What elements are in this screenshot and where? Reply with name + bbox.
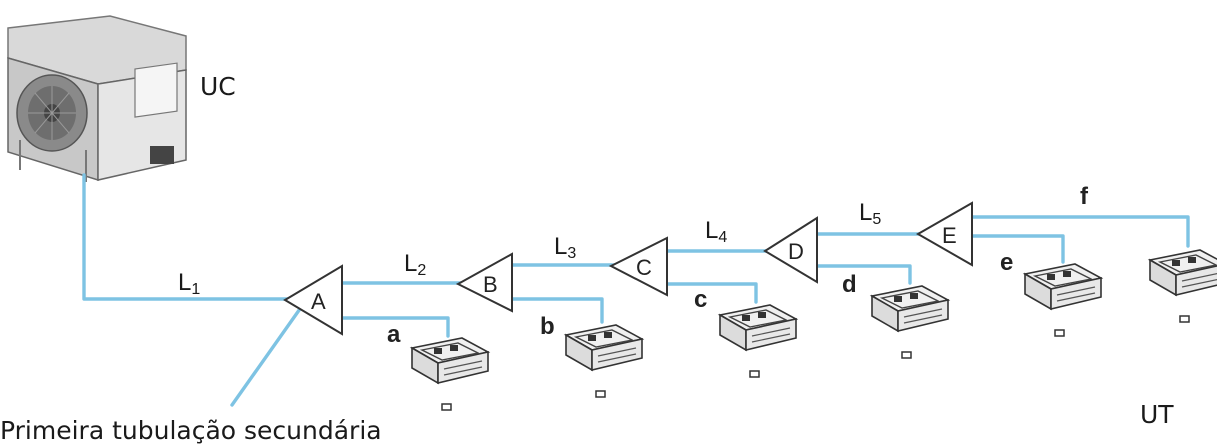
main-pipe-l1 — [82, 173, 294, 301]
indoor-unit-b — [565, 324, 643, 398]
label-l2: L2 — [404, 250, 426, 279]
branch-joint-d: D — [763, 216, 818, 284]
svg-text:C: C — [636, 255, 652, 280]
label-c: c — [694, 286, 707, 313]
branch-pipe-e — [968, 234, 1065, 264]
indoor-units-label: UT — [1140, 400, 1174, 429]
branch-pipe-c — [663, 282, 758, 304]
label-l1: L1 — [178, 269, 200, 298]
indoor-unit-a — [411, 337, 489, 411]
label-f: f — [1080, 183, 1089, 210]
svg-text:D: D — [788, 239, 804, 264]
branch-pipe-d — [813, 264, 912, 285]
label-l3: L3 — [554, 233, 576, 262]
label-a: a — [387, 321, 401, 348]
first-branch-leader — [230, 304, 304, 407]
outdoor-unit-label: UC — [200, 72, 236, 101]
branch-pipe-a — [340, 316, 450, 338]
main-pipe-f — [968, 215, 1190, 248]
first-branch-label: Primeira tubulação secundária — [0, 416, 382, 445]
label-l4: L4 — [705, 217, 727, 246]
label-b: b — [540, 313, 555, 340]
label-l5: L5 — [859, 199, 881, 228]
indoor-unit-f — [1149, 249, 1217, 323]
outdoor-unit — [7, 15, 187, 182]
label-e: e — [1000, 249, 1013, 276]
branch-joint-e: E — [915, 201, 973, 267]
branch-joint-c: C — [608, 236, 668, 297]
branch-pipe-b — [508, 297, 604, 324]
indoor-unit-e — [1024, 263, 1102, 337]
svg-text:B: B — [483, 272, 498, 297]
label-d: d — [842, 271, 857, 298]
svg-text:E: E — [942, 223, 957, 248]
branch-joint-b: B — [455, 252, 513, 313]
svg-text:A: A — [311, 289, 326, 314]
indoor-unit-c — [719, 304, 797, 378]
indoor-unit-d — [871, 285, 949, 359]
branch-joint-a: A — [283, 264, 343, 336]
